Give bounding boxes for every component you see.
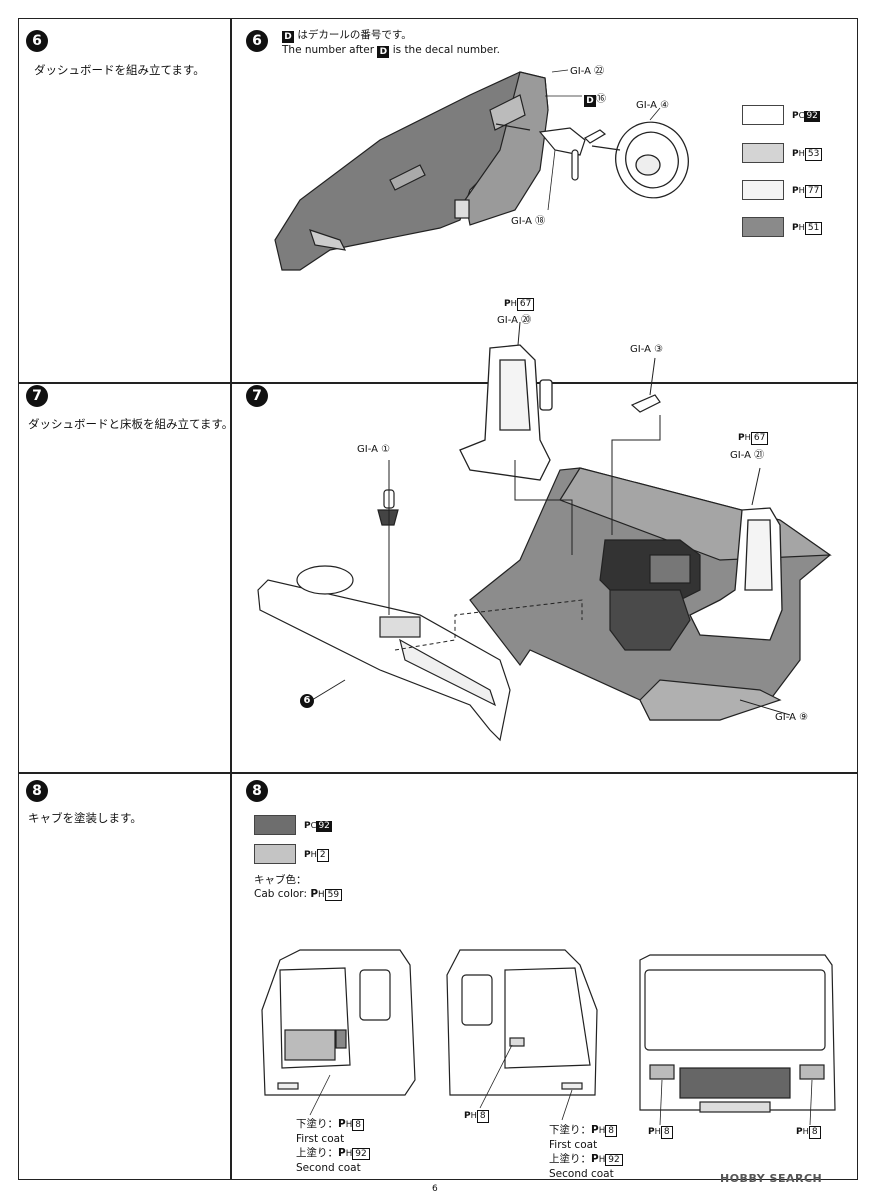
label-gi-a-3: GI-A ③ <box>630 344 664 355</box>
step-8-number: 8 <box>26 780 48 802</box>
label-gi-a-18: GI-A ⑱ <box>511 216 546 227</box>
swatch-step8-c92 <box>254 815 296 835</box>
label-gi-a-4: GI-A ④ <box>636 100 670 111</box>
cab-right-side-view <box>446 949 598 1096</box>
column-divider <box>230 18 232 1180</box>
seat-left-part <box>459 344 553 481</box>
cab-left-side-view <box>261 949 416 1096</box>
step6-leaders <box>495 69 661 211</box>
dashboard-assembled-part <box>257 565 511 742</box>
label-gi-a-22: GI-A ㉒ <box>570 66 605 77</box>
ref-step-6-badge: 6 <box>300 694 314 708</box>
label-gi-a-1: GI-A ① <box>357 444 391 455</box>
step7-leaders <box>311 321 791 716</box>
swatch-h53 <box>742 143 784 163</box>
step-6-description: ダッシュボードを組み立てます。 <box>34 63 205 77</box>
swatch-h77 <box>742 180 784 200</box>
seat-right-part <box>689 507 783 641</box>
watermark: HOBBY SEARCH <box>720 1172 823 1185</box>
center-console-part <box>599 539 701 651</box>
step-8-description: キャブを塗装します。 <box>28 811 142 825</box>
label-gi-a-20: GI-A ⑳ <box>497 315 532 326</box>
row-divider-1 <box>18 382 858 384</box>
decal-note-jp: はデカールの番号です。 <box>297 29 412 41</box>
step-6-diagram-number: 6 <box>246 30 268 52</box>
decal-note-en: The number after <box>282 44 375 56</box>
decal-note-en-tail: is the decal number. <box>392 44 500 56</box>
gear-lever-part <box>377 489 399 526</box>
steering-column-part <box>538 127 607 181</box>
steering-wheel-part <box>615 121 689 199</box>
label-gi-a-21: GI-A ㉑ <box>730 450 765 461</box>
page-number: 6 <box>432 1184 438 1194</box>
swatch-h51 <box>742 217 784 237</box>
decal-badge: D <box>282 31 294 43</box>
page-frame <box>18 18 858 1180</box>
bracket-part <box>630 394 661 413</box>
step-7-description: ダッシュボードと床板を組み立てます。 <box>28 417 234 431</box>
step-8-diagram-number: 8 <box>246 780 268 802</box>
row-divider-2 <box>18 772 858 774</box>
step-7-number: 7 <box>26 385 48 407</box>
step8-leaders <box>309 1044 813 1126</box>
decal-badge-en: D <box>377 46 390 58</box>
label-gi-a-9: GI-A ⑨ <box>775 712 809 723</box>
decal-note: D はデカールの番号です。 The number after D is the … <box>282 28 500 58</box>
step-7-diagram-number: 7 <box>246 385 268 407</box>
swatch-step8-h2 <box>254 844 296 864</box>
swatch-c92 <box>742 105 784 125</box>
step-6-number: 6 <box>26 30 48 52</box>
dashboard-part <box>274 71 549 271</box>
cab-front-view <box>639 954 836 1113</box>
